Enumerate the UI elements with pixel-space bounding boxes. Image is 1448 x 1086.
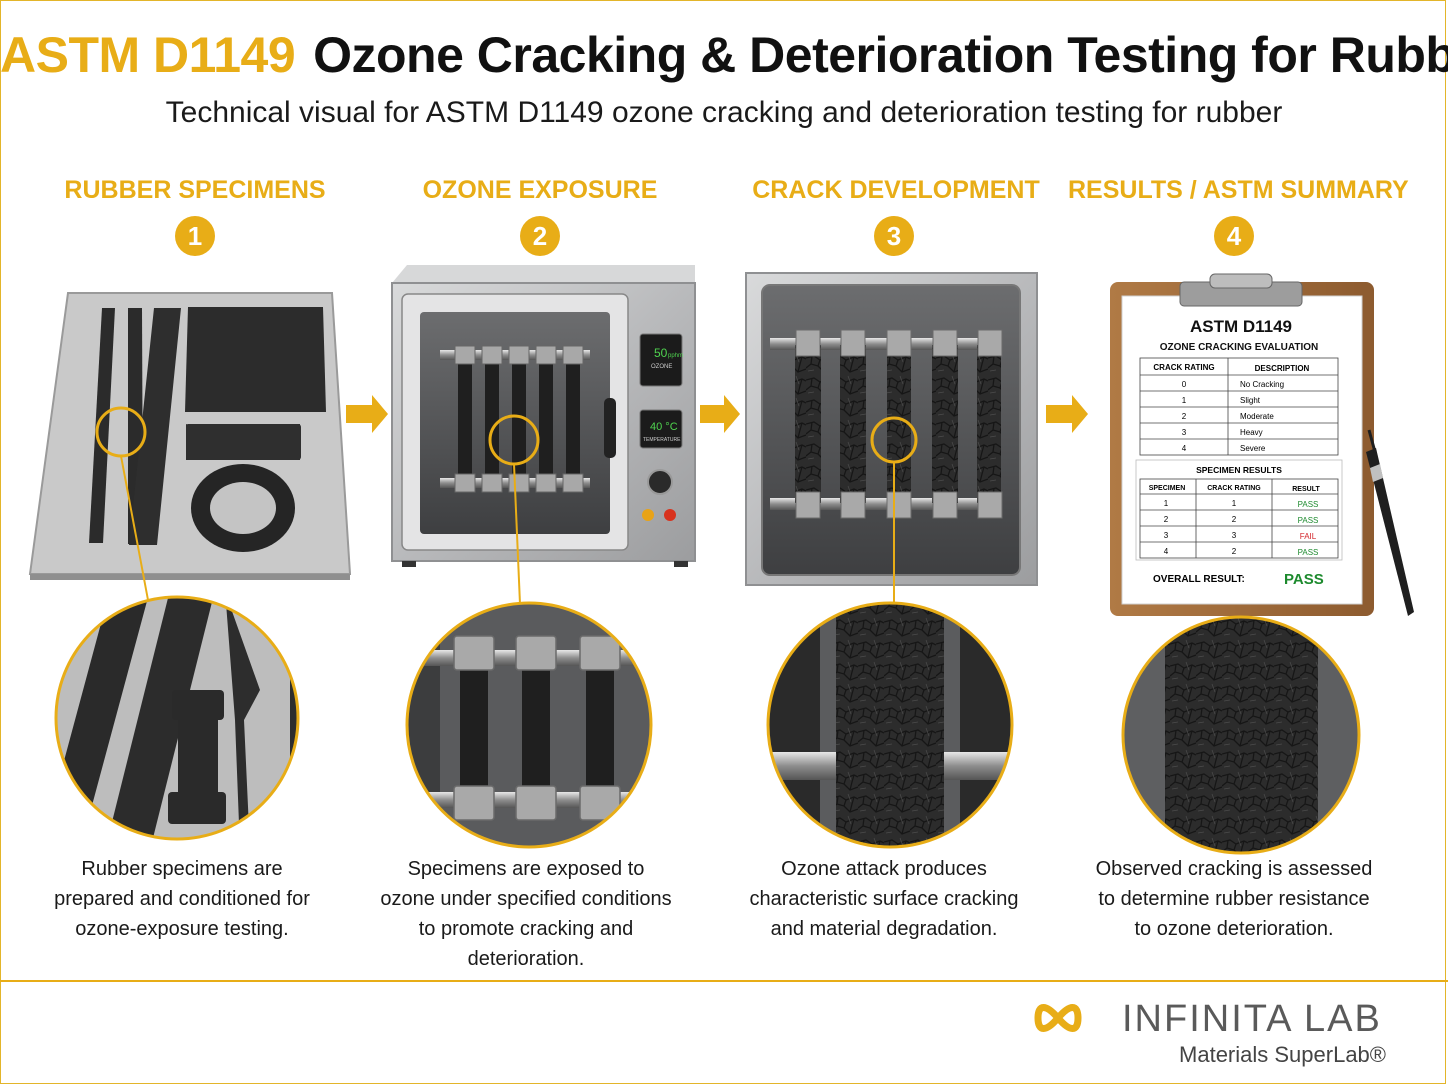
indicator-light-red-icon xyxy=(664,509,676,521)
caption-line: Observed cracking is assessed xyxy=(1095,858,1373,880)
report-title: ASTM D1149 xyxy=(1190,317,1292,336)
zoom-circle-results xyxy=(1121,615,1361,855)
step-2-number: 2 xyxy=(520,216,560,256)
logo-tagline: Materials SuperLab® xyxy=(1179,1042,1386,1067)
step-2-title: OZONE EXPOSURE xyxy=(422,176,658,204)
caption-line: ozone under specified conditions xyxy=(380,888,672,910)
step-3-title: CRACK DEVELOPMENT xyxy=(752,176,1040,204)
display-1-label: OZONE xyxy=(651,364,672,370)
step-4-title: RESULTS / ASTM SUMMARY xyxy=(1068,176,1409,204)
report-subtitle: OZONE CRACKING EVALUATION xyxy=(1160,342,1319,353)
caption-line: Rubber specimens are xyxy=(81,858,283,880)
rating-2-value: 2 xyxy=(1182,412,1187,421)
control-knob-icon xyxy=(647,469,673,495)
result-1-rating: 1 xyxy=(1232,499,1237,508)
step-4-caption: Observed cracking is assessed to determi… xyxy=(1074,854,1394,944)
rating-4-value: 4 xyxy=(1182,444,1187,453)
title-main: Ozone Cracking & Deterioration Testing f… xyxy=(313,27,1448,83)
result-2-rating: 2 xyxy=(1232,515,1237,524)
logo-name: INFINITA LAB xyxy=(1122,998,1382,1040)
rating-0-value: 0 xyxy=(1182,380,1187,389)
caption-line: deterioration. xyxy=(467,948,585,970)
caption-line: characteristic surface cracking xyxy=(749,888,1019,910)
results-title: SPECIMEN RESULTS xyxy=(1196,465,1282,475)
caption-line: to determine rubber resistance xyxy=(1098,888,1370,910)
rating-header-2: DESCRIPTION xyxy=(1255,364,1310,373)
result-4-status: PASS xyxy=(1298,548,1319,557)
zoom-circle-specimens xyxy=(54,595,300,841)
step-3-number: 3 xyxy=(874,216,914,256)
company-logo: INFINITA LAB Materials SuperLab® xyxy=(1040,998,1400,1074)
display-1-value: 50 xyxy=(654,346,668,360)
rating-1-desc: Slight xyxy=(1240,396,1261,405)
display-2-value: 40 °C xyxy=(650,421,678,433)
rating-0-desc: No Cracking xyxy=(1240,380,1284,389)
arrow-right-icon xyxy=(346,395,388,433)
ozone-chamber: 50 pphm OZONE 40 °C TEMPERATURE xyxy=(391,265,696,605)
result-3-status: FAIL xyxy=(1300,532,1317,541)
page-title: ASTM D1149 Ozone Cracking & Deterioration… xyxy=(0,26,1448,84)
caption-line: Specimens are exposed to xyxy=(407,858,645,880)
clipboard-report: ASTM D1149 OZONE CRACKING EVALUATION CRA… xyxy=(1110,273,1414,616)
rating-4-desc: Severe xyxy=(1240,444,1266,453)
result-3-rating: 3 xyxy=(1232,531,1237,540)
step-4-number: 4 xyxy=(1214,216,1254,256)
indicator-light-amber-icon xyxy=(642,509,654,521)
step-1-number: 1 xyxy=(175,216,215,256)
rating-1-value: 1 xyxy=(1182,396,1187,405)
zoom-circle-cracks xyxy=(766,601,1014,849)
result-2-status: PASS xyxy=(1298,516,1319,525)
step-1-title: RUBBER SPECIMENS xyxy=(64,176,326,204)
caption-line: prepared and conditioned for xyxy=(54,888,310,910)
caption-line: and material degradation. xyxy=(770,918,998,940)
title-accent: ASTM D1149 xyxy=(0,27,296,83)
arrow-right-icon xyxy=(700,395,740,433)
footer-divider xyxy=(0,980,1448,982)
caption-line: Ozone attack produces xyxy=(781,858,987,880)
overall-result-label: OVERALL RESULT: xyxy=(1153,574,1245,585)
caption-line: to promote cracking and xyxy=(418,918,634,940)
rating-2-desc: Moderate xyxy=(1240,412,1274,421)
result-1-status: PASS xyxy=(1298,500,1319,509)
overall-result-value: PASS xyxy=(1284,571,1324,588)
result-1-specimen: 1 xyxy=(1164,499,1169,508)
cracked-chamber xyxy=(745,272,1038,604)
step-3-caption: Ozone attack produces characteristic sur… xyxy=(724,854,1044,944)
result-2-specimen: 2 xyxy=(1164,515,1169,524)
rating-header-1: CRACK RATING xyxy=(1153,363,1214,372)
zoom-circle-exposure xyxy=(405,601,653,849)
rating-3-value: 3 xyxy=(1182,428,1187,437)
step-1-caption: Rubber specimens are prepared and condit… xyxy=(22,854,342,944)
arrow-right-icon xyxy=(1046,395,1088,433)
specimen-tray xyxy=(28,292,352,601)
display-1-unit: pphm xyxy=(668,353,683,359)
result-4-specimen: 4 xyxy=(1164,547,1169,556)
rating-3-desc: Heavy xyxy=(1240,428,1263,437)
caption-line: to ozone deterioration. xyxy=(1134,918,1334,940)
infinity-logo-icon xyxy=(1034,1004,1082,1032)
results-header-1: SPECIMEN xyxy=(1149,485,1186,492)
display-2-label: TEMPERATURE xyxy=(643,437,681,443)
results-header-2: CRACK RATING xyxy=(1207,485,1261,492)
result-4-rating: 2 xyxy=(1232,547,1237,556)
results-header-3: RESULT xyxy=(1292,486,1320,493)
result-3-specimen: 3 xyxy=(1164,531,1169,540)
step-2-caption: Specimens are exposed to ozone under spe… xyxy=(366,854,686,974)
caption-line: ozone-exposure testing. xyxy=(75,918,289,940)
pen-icon xyxy=(1366,429,1414,616)
page-subtitle: Technical visual for ASTM D1149 ozone cr… xyxy=(165,96,1283,129)
